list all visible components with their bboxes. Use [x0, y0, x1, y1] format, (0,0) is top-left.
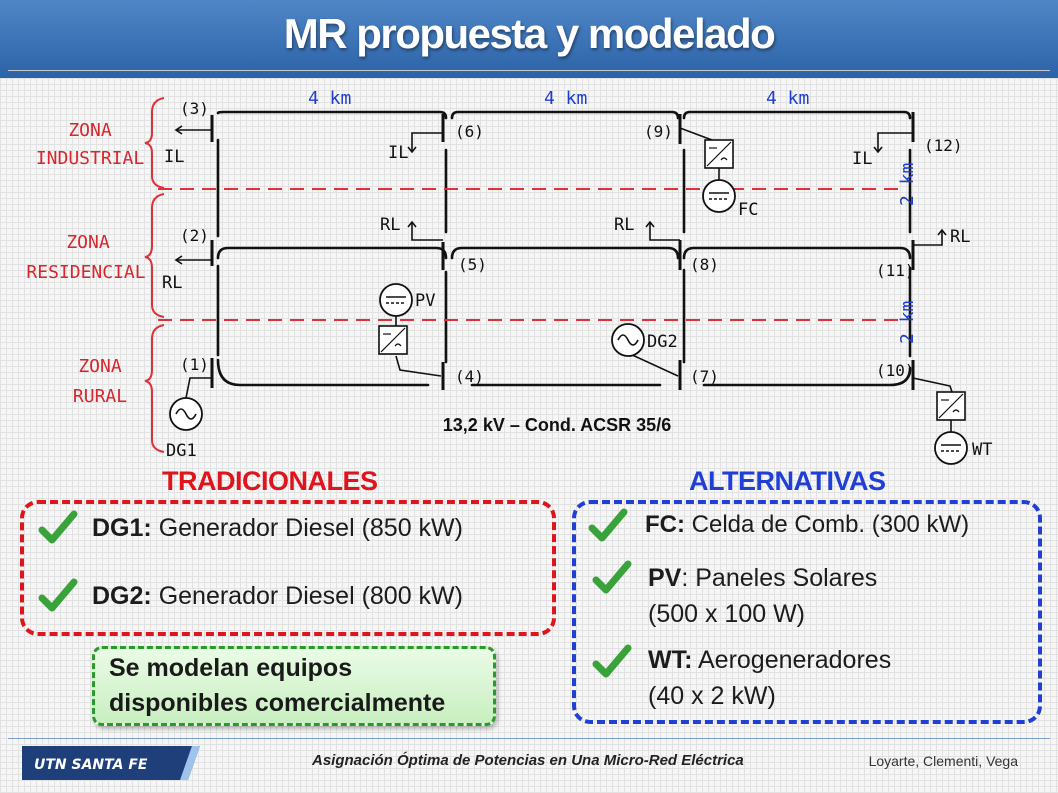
title-bar: MR propuesta y modelado: [0, 0, 1058, 78]
alternative-heading: ALTERNATIVAS: [689, 466, 886, 496]
node-label: (12): [924, 136, 963, 155]
footer-authors: Loyarte, Clementi, Vega: [868, 753, 1018, 769]
item-desc: Celda de Comb. (300 kW): [691, 511, 970, 538]
node-label: (4): [455, 367, 484, 386]
load-label-il: IL: [164, 147, 184, 167]
load-label-rl: RL: [614, 215, 634, 235]
alternative-item-wt: WT: Aerogeneradores (40 x 2 kW): [648, 642, 891, 714]
item-code: DG1:: [92, 514, 152, 542]
dg2-generator: DG2: [611, 323, 678, 357]
item-code: FC:: [645, 511, 685, 538]
load-label-il: IL: [388, 143, 408, 163]
traditional-box: [20, 500, 556, 636]
feeder-lines: [216, 110, 912, 387]
node-label: (9): [644, 122, 673, 141]
footer-title: Asignación Óptima de Potencias en Una Mi…: [312, 752, 744, 769]
span-label: 4 km: [544, 88, 587, 109]
check-icon: [588, 508, 628, 542]
node-labels: (1) (2) (3) (4) (5) (6) (7) (8) (9) (10)…: [180, 99, 963, 386]
item-desc: Aerogeneradores: [698, 646, 892, 674]
alternative-box: [572, 500, 1042, 724]
item-detail: (40 x 2 kW): [648, 682, 776, 710]
note-line: disponibles comercialmente: [109, 689, 446, 717]
check-icon: [38, 510, 78, 544]
logo-text: UTN SANTA FE: [34, 757, 148, 773]
gen-label-dg1: DG1: [166, 441, 197, 461]
node-label: (2): [180, 226, 209, 245]
node-label: (6): [455, 122, 484, 141]
generator-links: [185, 127, 953, 399]
wt-generator: WT: [934, 391, 992, 465]
item-code: WT:: [648, 646, 693, 674]
dg1-generator: DG1: [166, 397, 203, 461]
check-icon: [592, 644, 632, 678]
zone-braces: [144, 97, 165, 453]
span-label: 4 km: [308, 88, 351, 109]
item-desc: Generador Diesel (850 kW): [158, 514, 463, 542]
fc-generator: FC: [702, 139, 758, 220]
load-labels: IL IL IL RL RL RL RL: [162, 143, 970, 293]
pv-generator: PV: [378, 283, 435, 355]
traditional-item-dg2: DG2: Generador Diesel (800 kW): [92, 578, 463, 614]
page-title: MR propuesta y modelado: [283, 10, 776, 57]
check-icon: [38, 578, 78, 612]
gen-label-dg2: DG2: [647, 332, 678, 352]
span-labels: 4 km 4 km 4 km 2 km 2 km: [308, 88, 918, 344]
bus-bars: [210, 112, 915, 390]
load-label-rl: RL: [380, 215, 400, 235]
note-line: Se modelan equipos: [109, 654, 353, 682]
title-rule: [8, 70, 1050, 71]
node-label: (7): [690, 367, 719, 386]
zone-label: ZONA: [66, 232, 110, 253]
check-icon: [592, 560, 632, 594]
node-label: (8): [690, 255, 719, 274]
span-label: 4 km: [766, 88, 809, 109]
item-code: PV: [648, 564, 682, 592]
microgrid-diagram: ZONA INDUSTRIAL ZONA RESIDENCIAL ZONA RU…: [26, 88, 992, 465]
node-label: (11): [876, 261, 915, 280]
node-label: (10): [876, 361, 915, 380]
item-detail: (500 x 100 W): [648, 600, 806, 628]
item-desc: Generador Diesel (800 kW): [158, 582, 463, 610]
node-label: (3): [180, 99, 209, 118]
gen-label-wt: WT: [972, 440, 992, 460]
utn-logo: UTN SANTA FE: [22, 746, 200, 780]
load-label-rl: RL: [162, 273, 182, 293]
span-label: 2 km: [897, 301, 918, 344]
traditional-item-dg1: DG1: Generador Diesel (850 kW): [92, 510, 463, 546]
zone-label: RURAL: [73, 386, 127, 407]
gen-label-fc: FC: [738, 200, 758, 220]
traditional-heading: TRADICIONALES: [162, 466, 378, 496]
span-label: 2 km: [897, 163, 918, 206]
zone-label: INDUSTRIAL: [36, 148, 145, 169]
zone-label: RESIDENCIAL: [26, 262, 145, 283]
zone-boundaries: [158, 188, 905, 321]
load-label-il: IL: [852, 149, 872, 169]
load-arrows: [174, 125, 947, 265]
gen-label-pv: PV: [415, 291, 435, 311]
item-code: DG2:: [92, 582, 152, 610]
node-label: (5): [458, 255, 487, 274]
alternative-item-pv: PV: Paneles Solares (500 x 100 W): [648, 560, 877, 632]
footer-rule: [8, 738, 1050, 739]
line-spec: 13,2 kV – Cond. ACSR 35/6: [443, 415, 671, 435]
node-label: (1): [180, 355, 209, 374]
modeling-note: Se modelan equipos disponibles comercial…: [92, 646, 496, 726]
alternative-item-fc: FC: Celda de Comb. (300 kW): [645, 507, 969, 543]
zone-labels: ZONA INDUSTRIAL ZONA RESIDENCIAL ZONA RU…: [26, 120, 145, 407]
zone-label: ZONA: [68, 120, 112, 141]
item-desc: : Paneles Solares: [681, 564, 878, 592]
load-label-rl: RL: [950, 227, 970, 247]
zone-label: ZONA: [78, 356, 122, 377]
